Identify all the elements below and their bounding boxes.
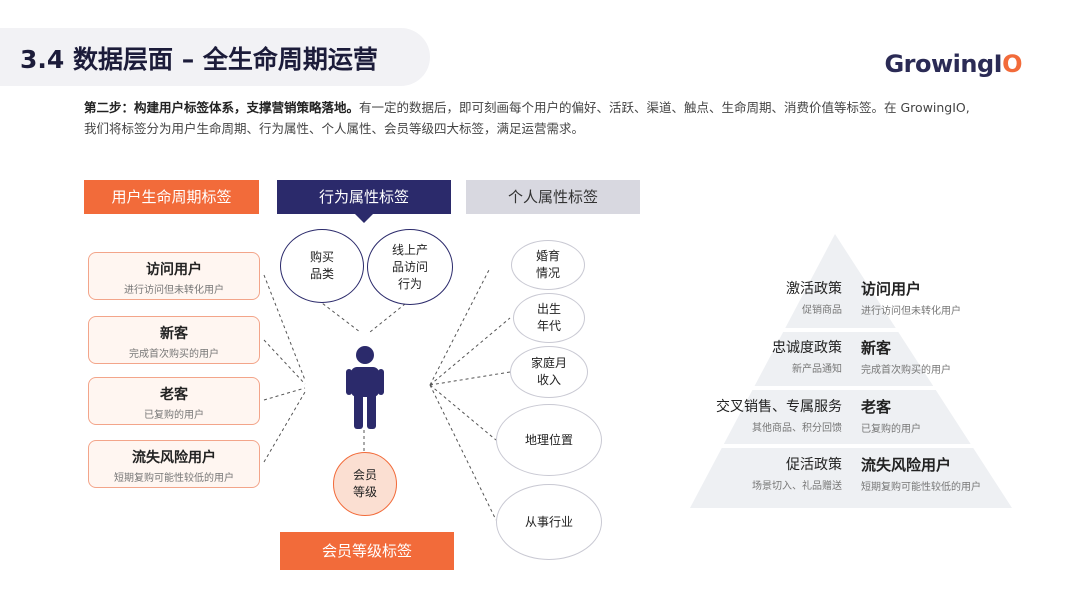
personal-item-location: 地理位置 <box>496 404 602 476</box>
lifecycle-item-sub: 短期复购可能性较低的用户 <box>114 473 234 484</box>
pyramid-user-new-customer: 新客 完成首次购买的用户 <box>861 337 1031 376</box>
personal-item-industry: 从事行业 <box>496 484 602 560</box>
behavior-tag-header: 行为属性标签 <box>277 180 451 214</box>
pyramid-shape <box>690 234 1012 508</box>
user-title: 访问用户 <box>861 280 922 298</box>
policy-sub: 其他商品、积分回馈 <box>752 423 842 434</box>
policy-title: 激活政策 <box>786 281 842 297</box>
pyramid-user-visitor: 访问用户 进行访问但未转化用户 <box>861 278 1031 317</box>
logo-text: GrowingI <box>884 50 1003 78</box>
lifecycle-item-title: 访问用户 <box>146 262 202 278</box>
page-title: 3.4 数据层面 – 全生命周期运营 <box>20 45 378 74</box>
lifecycle-item-sub: 完成首次购买的用户 <box>129 349 219 360</box>
member-level-circle: 会员 等级 <box>333 452 397 516</box>
lifecycle-item-churn-risk: 流失风险用户 短期复购可能性较低的用户 <box>88 440 260 488</box>
member-tag-header: 会员等级标签 <box>280 532 454 570</box>
logo-accent: O <box>1002 50 1022 78</box>
user-sub: 进行访问但未转化用户 <box>861 306 961 317</box>
intro-line1: 有一定的数据后，即可刻画每个用户的偏好、活跃、渠道、触点、生命周期、消费价值等标… <box>359 100 970 115</box>
intro-line2: 我们将标签分为用户生命周期、行为属性、个人属性、会员等级四大标签，满足运营需求。 <box>84 121 585 136</box>
lifecycle-item-sub: 进行访问但未转化用户 <box>124 285 224 296</box>
policy-sub: 新产品通知 <box>792 364 842 375</box>
pyramid-user-returning-customer: 老客 已复购的用户 <box>861 396 1031 435</box>
title-banner <box>0 28 430 86</box>
lifecycle-item-title: 流失风险用户 <box>132 450 216 466</box>
policy-title: 忠诚度政策 <box>772 340 842 356</box>
personal-item-income: 家庭月 收入 <box>510 346 588 398</box>
pyramid-policy-loyalty: 忠诚度政策 新产品通知 <box>642 337 842 375</box>
pyramid-user-churn-risk: 流失风险用户 短期复购可能性较低的用户 <box>861 454 1031 493</box>
policy-sub: 促销商品 <box>802 305 842 316</box>
policy-sub: 场景切入、礼品赠送 <box>752 481 842 492</box>
user-title: 新客 <box>861 339 892 357</box>
behavior-item-purchase-category: 购买 品类 <box>280 229 364 303</box>
user-title: 流失风险用户 <box>861 456 952 474</box>
user-title: 老客 <box>861 398 892 416</box>
lifecycle-item-title: 新客 <box>160 326 188 342</box>
personal-tag-header: 个人属性标签 <box>466 180 640 214</box>
personal-item-marriage: 婚育 情况 <box>511 240 585 290</box>
growingio-logo: GrowingIO <box>884 50 1022 78</box>
intro-paragraph: 第二步：构建用户标签体系，支撑营销策略落地。有一定的数据后，即可刻画每个用户的偏… <box>84 97 1044 139</box>
lifecycle-item-visitor: 访问用户 进行访问但未转化用户 <box>88 252 260 300</box>
intro-lead: 第二步：构建用户标签体系，支撑营销策略落地。 <box>84 100 360 115</box>
person-icon <box>346 346 384 429</box>
lifecycle-item-sub: 已复购的用户 <box>144 410 204 421</box>
lifecycle-item-new-customer: 新客 完成首次购买的用户 <box>88 316 260 364</box>
user-sub: 短期复购可能性较低的用户 <box>861 482 981 493</box>
pyramid-policy-activation: 激活政策 促销商品 <box>642 278 842 316</box>
personal-item-birth-decade: 出生 年代 <box>513 293 585 343</box>
lifecycle-tag-header: 用户生命周期标签 <box>84 180 259 214</box>
behavior-item-online-visit: 线上产 品访问 行为 <box>367 229 453 305</box>
policy-title: 交叉销售、专属服务 <box>716 399 842 415</box>
user-sub: 已复购的用户 <box>861 424 921 435</box>
policy-title: 促活政策 <box>786 457 842 473</box>
lifecycle-item-returning-customer: 老客 已复购的用户 <box>88 377 260 425</box>
pyramid-policy-cross-sell: 交叉销售、专属服务 其他商品、积分回馈 <box>642 396 842 434</box>
behavior-header-arrow <box>355 214 373 223</box>
user-sub: 完成首次购买的用户 <box>861 365 951 376</box>
pyramid-policy-reactivation: 促活政策 场景切入、礼品赠送 <box>642 454 842 492</box>
lifecycle-item-title: 老客 <box>160 387 188 403</box>
